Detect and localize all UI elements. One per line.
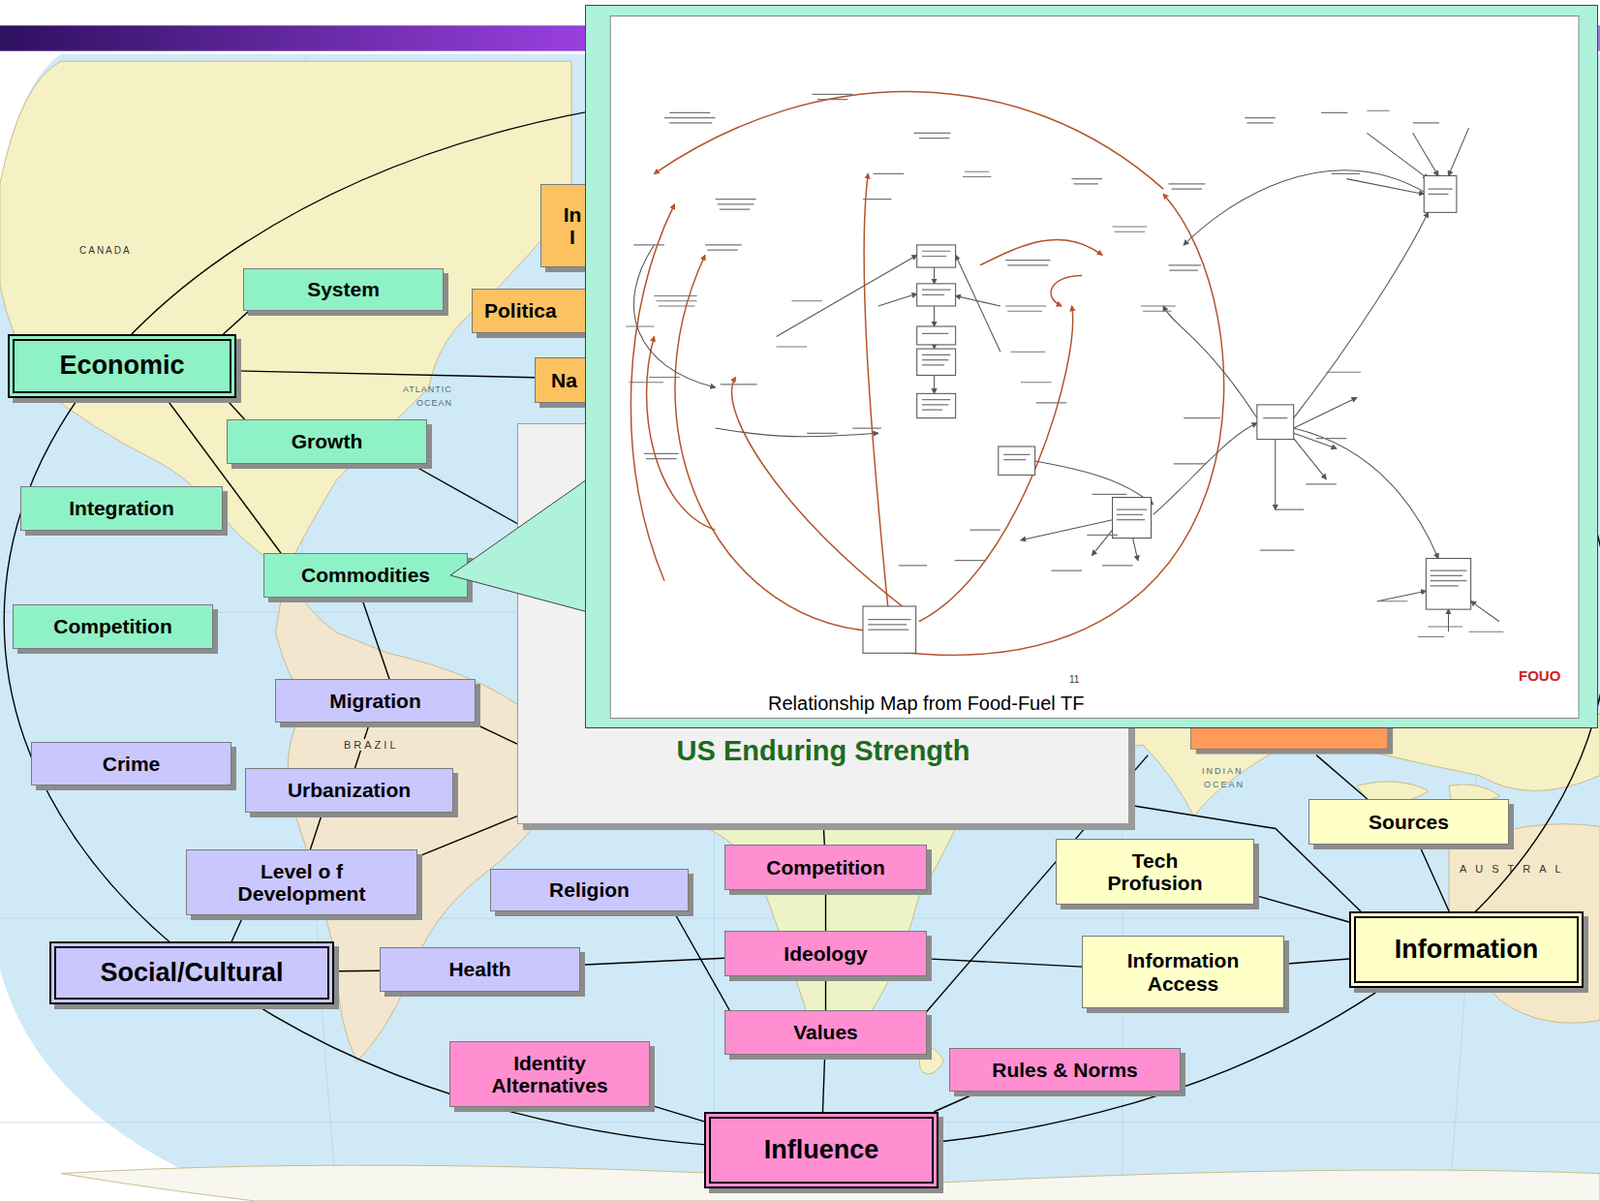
category-box: Information: [1349, 911, 1584, 988]
map-panel: [610, 16, 1579, 719]
map-label: FOUO: [1518, 668, 1561, 685]
connector: [1254, 894, 1350, 923]
box-label: US Enduring Strength: [676, 735, 971, 768]
box-label: Economic: [59, 351, 185, 381]
box-label: Tech Profusion: [1092, 849, 1219, 894]
factor-box: Competition: [724, 844, 927, 891]
causal-links: [633, 127, 1500, 632]
box-label: Level o f Development: [219, 860, 385, 905]
connector: [825, 976, 827, 1011]
factor-box: Commodities: [263, 553, 468, 598]
connector: [224, 398, 245, 420]
box-label: Sources: [1368, 810, 1449, 833]
connector: [309, 812, 323, 850]
box-label: Relationship Map from Food-Fuel TF: [768, 692, 1084, 715]
connector: [223, 310, 250, 335]
connector: [236, 370, 535, 378]
connector: [417, 816, 518, 858]
connector: [823, 824, 825, 845]
box-label: Identity Alternatives: [477, 1051, 623, 1097]
map-label: ATLANTIC: [402, 385, 453, 396]
factor-box: Values: [724, 1010, 927, 1055]
factor-box: Competition: [12, 604, 214, 649]
map-label: OCEAN: [416, 399, 453, 409]
box-label: Information Access: [1110, 949, 1257, 994]
factor-box: System: [243, 268, 444, 311]
factor-box: Crime: [30, 741, 232, 786]
factor-box: Urbanization: [245, 768, 454, 813]
connector: [825, 890, 827, 931]
box-label: Integration: [68, 496, 175, 520]
factor-box: Level o f Development: [185, 849, 418, 916]
connector: [649, 1105, 705, 1122]
category-box: Social/Cultural: [49, 941, 335, 1005]
factor-box: Health: [379, 947, 581, 992]
map-label: OCEAN: [1203, 780, 1245, 791]
factor-box: Rules & Norms: [949, 1047, 1181, 1092]
illegible-text: [625, 93, 1504, 637]
factor-box: Ideology: [724, 930, 927, 977]
factor-box: Integration: [20, 486, 223, 531]
factor-box: Growth: [226, 419, 428, 464]
box-label: Crime: [102, 752, 161, 775]
box-label: Rules & Norms: [991, 1058, 1139, 1081]
map-label: BRAZIL: [341, 738, 401, 751]
connector: [334, 970, 380, 973]
box-label: In I: [560, 203, 585, 248]
map-label: AUSTRAL: [1459, 862, 1570, 875]
box-label: Religion: [549, 878, 630, 901]
box-label: Growth: [291, 430, 364, 453]
box-label: Politica: [484, 299, 557, 322]
map-label: CANADA: [79, 245, 132, 256]
box-label: Information: [1394, 935, 1539, 965]
box-label: Migration: [329, 689, 422, 712]
connector: [410, 463, 518, 524]
connector: [580, 957, 725, 965]
relationship-map: [585, 5, 1598, 728]
factor-box: Identity Alternatives: [449, 1041, 650, 1108]
box-label: Competition: [53, 615, 172, 638]
box-label: Urbanization: [287, 778, 411, 801]
connector: [471, 722, 518, 744]
box-label: Influence: [764, 1136, 880, 1166]
map-label: INDIAN: [1201, 767, 1244, 777]
box-label: Commodities: [301, 563, 431, 586]
influence-curves: [630, 92, 1224, 656]
connector: [361, 597, 390, 679]
box-label: Social/Cultural: [99, 958, 283, 988]
connector: [231, 915, 244, 942]
category-box: Economic: [7, 334, 237, 399]
factor-box: Migration: [275, 678, 476, 723]
factor-box: Religion: [490, 868, 689, 912]
callout-panel: Relationship Map from Food-Fuel TF: [584, 4, 1599, 729]
connector: [823, 1054, 826, 1112]
factor-box: Sources: [1308, 799, 1509, 845]
connector: [926, 958, 1082, 967]
box-label: Values: [793, 1020, 859, 1044]
box-label: Na: [551, 369, 578, 392]
box-label: System: [307, 277, 380, 301]
box-label: Competition: [766, 856, 885, 879]
connector: [1284, 958, 1350, 964]
variable-boxes: [862, 175, 1472, 653]
connector: [933, 1091, 980, 1112]
connector: [1418, 844, 1449, 912]
box-label: Ideology: [783, 942, 867, 965]
box-label: Health: [448, 957, 511, 981]
factor-box: Tech Profusion: [1055, 838, 1255, 905]
callout-wedge: [450, 479, 587, 613]
factor-box: Information Access: [1081, 935, 1285, 1009]
category-box: Influence: [704, 1111, 939, 1189]
map-label: 11: [1069, 674, 1079, 685]
